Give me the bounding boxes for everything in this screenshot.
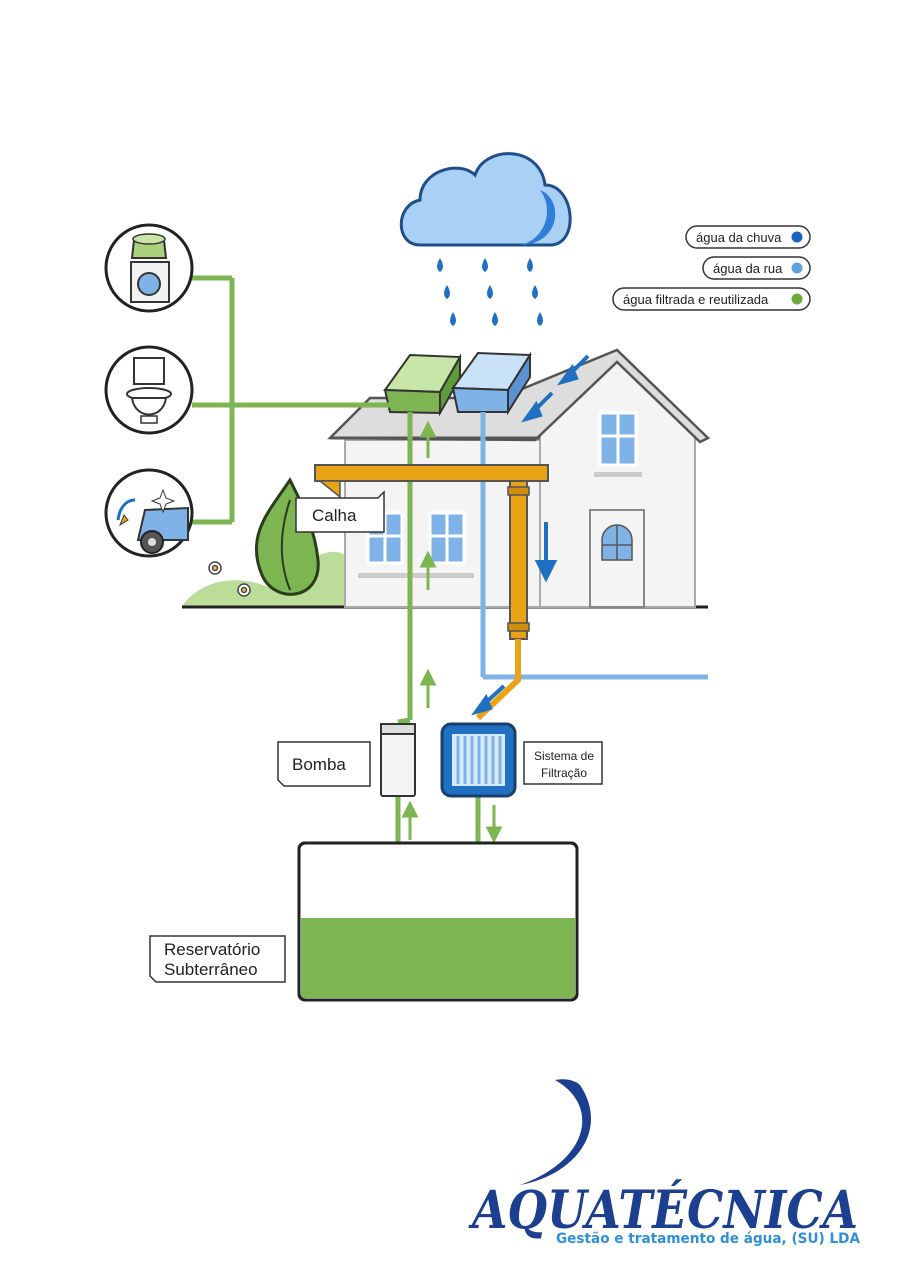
washing-machine-icon — [104, 223, 194, 313]
legend-swatch — [791, 262, 803, 274]
legend-label: água filtrada e reutilizada — [623, 292, 769, 307]
legend-item-filtered: água filtrada e reutilizada — [612, 287, 811, 311]
car-wash-icon — [104, 468, 194, 558]
legend-item-rain: água da chuva — [685, 225, 811, 249]
green-pipes — [192, 275, 481, 843]
logo-name: AQUATÉCNICA — [468, 1179, 858, 1241]
pump — [380, 723, 416, 797]
svg-text:Filtração: Filtração — [541, 766, 587, 780]
aquatecnica-logo: AQUATÉCNICA Gestão e tratamento de água,… — [468, 1079, 860, 1247]
gutter — [314, 464, 549, 721]
svg-text:Reservatório: Reservatório — [164, 940, 260, 959]
legend-item-street: água da rua — [702, 256, 811, 280]
bomba-label: Bomba — [277, 741, 371, 787]
calha-label: Calha — [295, 490, 385, 533]
door — [589, 509, 645, 608]
toilet-icon — [104, 345, 194, 435]
reservatorio-label: Reservatório Subterrâneo — [149, 935, 286, 983]
rooftop-blue-tank — [451, 351, 532, 416]
legend-label: água da chuva — [696, 230, 782, 245]
filtracao-label: Sistema de Filtração — [523, 741, 603, 785]
raindrops-icon — [437, 258, 543, 326]
cloud-icon — [399, 152, 572, 247]
svg-text:Calha: Calha — [312, 506, 357, 525]
legend-swatch — [791, 231, 803, 243]
filtration-unit — [440, 722, 517, 798]
rain-flow-arrow-icon — [471, 522, 558, 716]
svg-text:Bomba: Bomba — [292, 755, 346, 774]
legend: água da chuva água da rua água filtrada … — [612, 225, 811, 311]
svg-text:Subterrâneo: Subterrâneo — [164, 960, 258, 979]
green-flow-arrow-icon — [401, 420, 503, 844]
window — [358, 511, 474, 578]
rain-flow-arrow-icon — [521, 354, 590, 423]
logo-tagline: Gestão e tratamento de água, (SU) LDA — [556, 1231, 860, 1247]
svg-text:Sistema de: Sistema de — [534, 749, 594, 763]
window — [594, 411, 642, 477]
bush-icon — [255, 477, 320, 596]
underground-tank — [297, 841, 579, 1002]
legend-label: água da rua — [713, 261, 783, 276]
legend-swatch — [791, 293, 803, 305]
flower-icon — [208, 561, 251, 597]
